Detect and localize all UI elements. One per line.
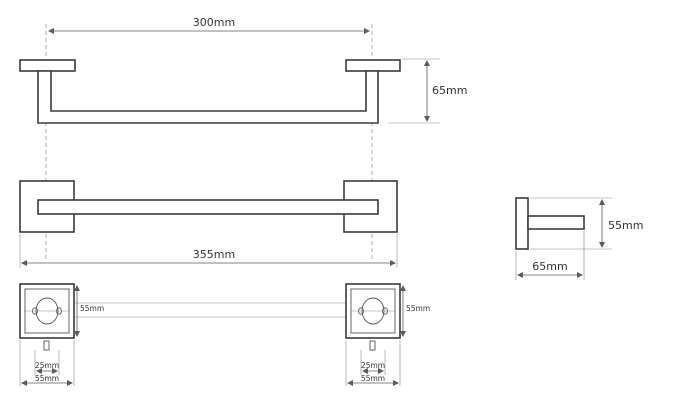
front-view: [19, 180, 398, 233]
top-bar-outer: [37, 70, 379, 124]
dim-rear-left-25-label: 25mm: [35, 361, 59, 370]
front-bar: [37, 199, 379, 215]
dim-rear-right-w-label: 55mm: [361, 374, 385, 383]
dim-rear-right-55-label: 55mm: [406, 304, 430, 313]
dim-rear-right-25-label: 25mm: [361, 361, 385, 370]
dim-300-label: 300mm: [193, 16, 235, 29]
top-left-plate: [19, 59, 76, 72]
rear-left-set-screw: [43, 340, 50, 351]
top-view: [19, 59, 401, 124]
dim-65-label: 65mm: [432, 84, 467, 97]
side-plate: [515, 197, 529, 250]
dim-rear-left-w-label: 55mm: [35, 374, 59, 383]
dim-side-55-label: 55mm: [608, 219, 643, 232]
side-view: [515, 197, 585, 250]
rear-right-set-screw: [369, 340, 376, 351]
top-right-plate: [345, 59, 401, 72]
rear-view: [19, 283, 401, 351]
side-bar: [527, 215, 585, 230]
dim-side-65-label: 65mm: [532, 260, 567, 273]
dim-rear-left-55-label: 55mm: [80, 304, 104, 313]
dim-355-label: 355mm: [193, 248, 235, 261]
